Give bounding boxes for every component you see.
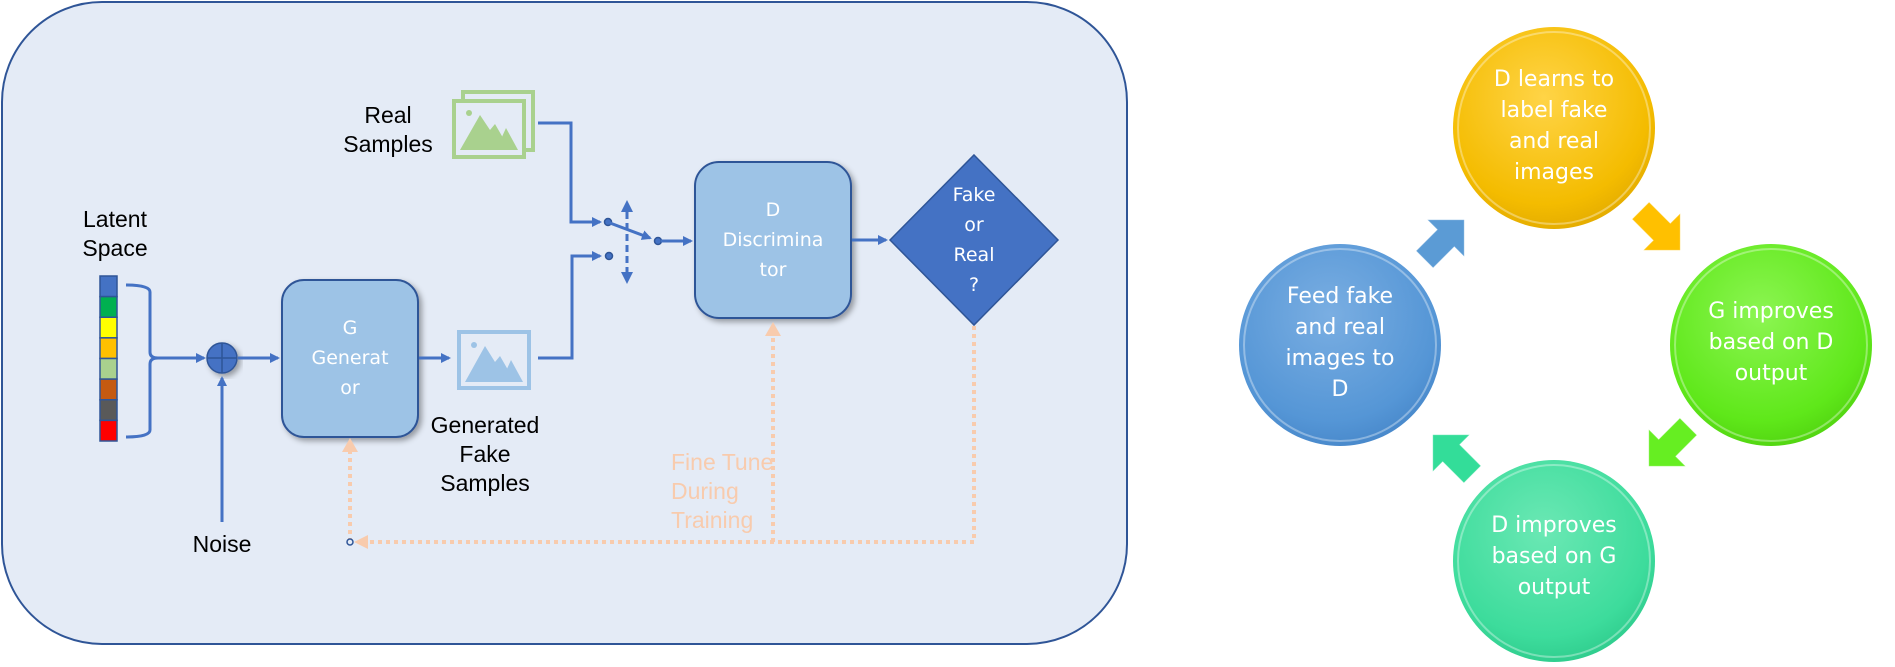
cycle-arrow-down-right-icon — [1631, 201, 1681, 251]
real-to-switch-line — [538, 121, 602, 227]
cycle-step-1-label: D learns to label fake and real images — [1493, 67, 1615, 185]
latent-cell — [99, 275, 118, 298]
fake-to-switch-line — [538, 251, 602, 360]
cycle-circle-highlight — [1243, 248, 1437, 442]
cycle-circle-highlight — [1457, 31, 1651, 225]
generator-label: G Generat or — [311, 317, 389, 399]
diagram-panel — [1, 1, 1128, 645]
decision-label: Fake or Real ? — [952, 184, 996, 296]
latent-space-label: Latent Space — [82, 206, 148, 261]
switch-icon — [603, 200, 663, 284]
real-samples-image-stack-icon — [452, 90, 535, 159]
latent-cell — [99, 378, 118, 401]
discriminator-box — [694, 161, 852, 319]
latent-vector — [99, 275, 118, 442]
cycle-step-1-circle — [1453, 27, 1655, 229]
cycle-step-2-circle — [1670, 244, 1872, 446]
latent-cell — [99, 316, 118, 339]
decision-diamond — [888, 153, 1060, 327]
cycle-circle-highlight — [1674, 248, 1868, 442]
cycle-step-4-circle — [1239, 244, 1441, 446]
cycle-step-2-label: G improves based on D output — [1708, 299, 1834, 386]
cycle-arrow-up-right-icon — [1415, 219, 1465, 269]
real-samples-label: Real Samples — [343, 102, 433, 157]
discriminator-label: D Discrimina tor — [722, 199, 824, 281]
feedback-arrowhead-generator — [342, 438, 358, 452]
latent-cell — [99, 337, 118, 360]
cycle-arrows — [1415, 201, 1698, 484]
fine-tune-label: Fine Tune During Training — [671, 449, 774, 533]
feedback-endpoint — [346, 538, 354, 546]
latent-cell — [99, 295, 118, 318]
feedback-loop — [348, 326, 976, 544]
latent-cell — [99, 357, 118, 380]
cycle-diagram — [1239, 27, 1872, 662]
cycle-circle-highlight — [1457, 464, 1651, 658]
plus-circle-icon — [206, 342, 238, 374]
fake-samples-image-icon — [457, 330, 531, 390]
feedback-arrowhead-left — [354, 535, 368, 549]
latent-cell — [99, 399, 118, 422]
cycle-step-3-circle — [1453, 460, 1655, 662]
cycle-step-4-label: Feed fake and real images to D — [1285, 284, 1395, 402]
generated-fake-samples-label: Generated Fake Samples — [430, 412, 540, 496]
feedback-arrowhead-discriminator — [765, 322, 781, 336]
latent-cell — [99, 419, 118, 442]
cycle-arrow-down-left-icon — [1648, 417, 1698, 467]
cycle-arrow-up-left-icon — [1432, 434, 1482, 484]
generator-box — [281, 279, 419, 438]
cycle-step-3-label: D improves based on G output — [1491, 513, 1617, 600]
noise-label: Noise — [192, 531, 252, 557]
